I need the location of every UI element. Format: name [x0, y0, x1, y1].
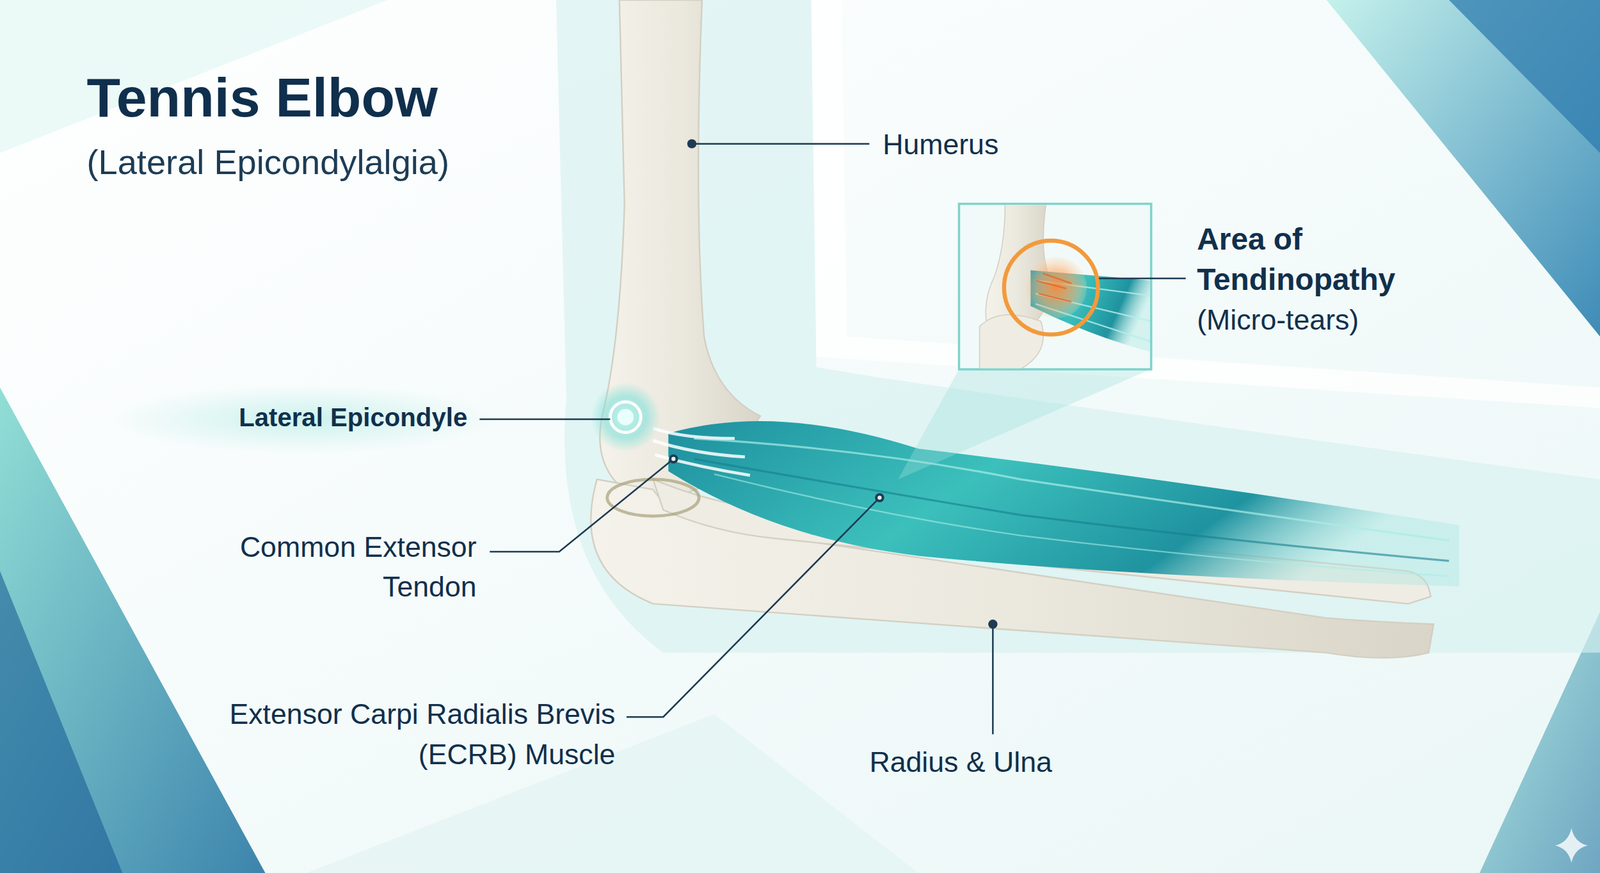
part-label: Lateral Epicondyle [0, 401, 468, 434]
diagram-title: Tennis Elbow [87, 67, 438, 128]
part-label: Common Extensor Tendon [170, 527, 477, 608]
part-label: Humerus [882, 126, 999, 163]
subtitle: (Lateral Epicondylalgia) [87, 140, 450, 185]
callout-note: (Micro-tears) [1196, 302, 1359, 338]
part-label: Extensor Carpi Radialis Brevis (ECRB) Mu… [207, 694, 616, 775]
part-label: Radius & Ulna [869, 744, 1052, 781]
callout-heading: Area of Tendinopathy [1196, 219, 1453, 299]
